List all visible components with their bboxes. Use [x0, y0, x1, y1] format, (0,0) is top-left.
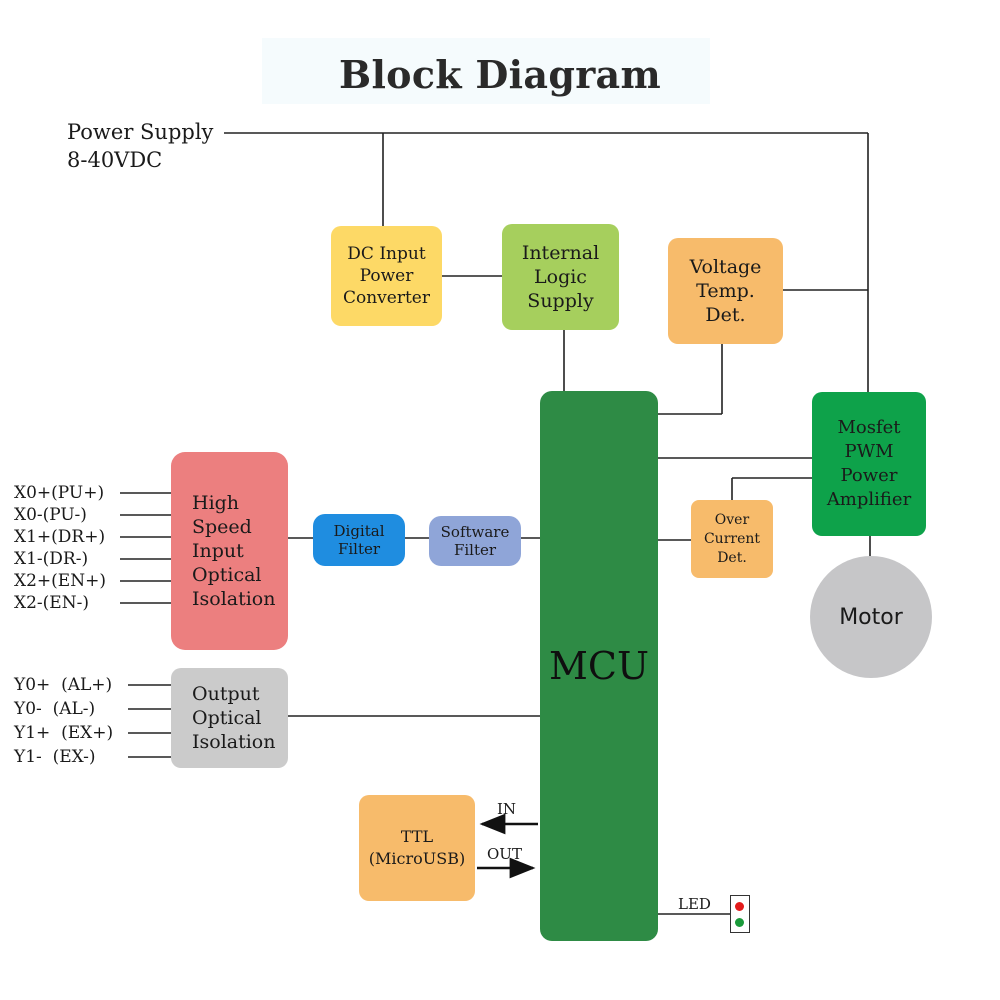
green-led-icon: [735, 918, 744, 927]
over-current-label: Over Current Det.: [703, 511, 761, 566]
input-pin-label: X2-(EN-): [14, 593, 89, 613]
output-pin-label: Y1+ (EX+): [14, 723, 114, 743]
red-led-icon: [735, 902, 744, 911]
title-backdrop: [262, 38, 710, 104]
output-isolation-label: Output Optical Isolation: [192, 683, 276, 753]
ttl-label: TTL (MicroUSB): [368, 827, 466, 868]
motor-block: Motor: [810, 556, 932, 678]
input-pin-label: X1-(DR-): [14, 549, 89, 569]
ttl-out-label: OUT: [487, 845, 522, 863]
motor-label: Motor: [839, 604, 903, 630]
input-pin-label: X0-(PU-): [14, 505, 87, 525]
input-pin-label: X1+(DR+): [14, 527, 106, 547]
output-pin-label: Y1- (EX-): [14, 747, 96, 767]
mosfet-pwm-amplifier-block: Mosfet PWM Power Amplifier: [812, 392, 926, 536]
power-supply-label: Power Supply 8-40VDC: [67, 118, 213, 174]
led-label: LED: [678, 895, 711, 913]
output-pin-label: Y0+ (AL+): [14, 675, 113, 695]
mcu-label: MCU: [548, 644, 649, 688]
ttl-in-label: IN: [497, 800, 517, 818]
internal-logic-label: Internal Logic Supply: [521, 242, 600, 312]
over-current-detection-block: Over Current Det.: [691, 500, 773, 578]
dc-input-label: DC Input Power Converter: [342, 244, 430, 308]
input-pin-label: X0+(PU+): [14, 483, 105, 503]
power-supply-line1: Power Supply: [67, 120, 214, 144]
mosfet-label: Mosfet PWM Power Amplifier: [826, 417, 912, 510]
voltage-temp-detection-block: Voltage Temp. Det.: [668, 238, 783, 344]
input-pin-label: X2+(EN+): [14, 571, 106, 591]
high-speed-input-isolation-block: High Speed Input Optical Isolation: [171, 452, 288, 650]
output-optical-isolation-block: Output Optical Isolation: [171, 668, 288, 768]
high-speed-label: High Speed Input Optical Isolation: [192, 492, 276, 610]
voltage-temp-label: Voltage Temp. Det.: [689, 256, 762, 326]
output-pin-label: Y0- (AL-): [14, 699, 96, 719]
dc-input-power-converter-block: DC Input Power Converter: [331, 226, 442, 326]
internal-logic-supply-block: Internal Logic Supply: [502, 224, 619, 330]
digital-filter-block: Digital Filter: [313, 514, 405, 566]
software-filter-label: Software Filter: [440, 523, 510, 559]
ttl-microusb-block: TTL (MicroUSB): [359, 795, 475, 901]
digital-filter-label: Digital Filter: [333, 522, 385, 558]
led-indicator-icon: [730, 895, 750, 933]
page-title: Block Diagram: [339, 52, 661, 97]
software-filter-block: Software Filter: [429, 516, 521, 566]
power-supply-line2: 8-40VDC: [67, 148, 163, 172]
mcu-block: MCU: [540, 391, 658, 941]
